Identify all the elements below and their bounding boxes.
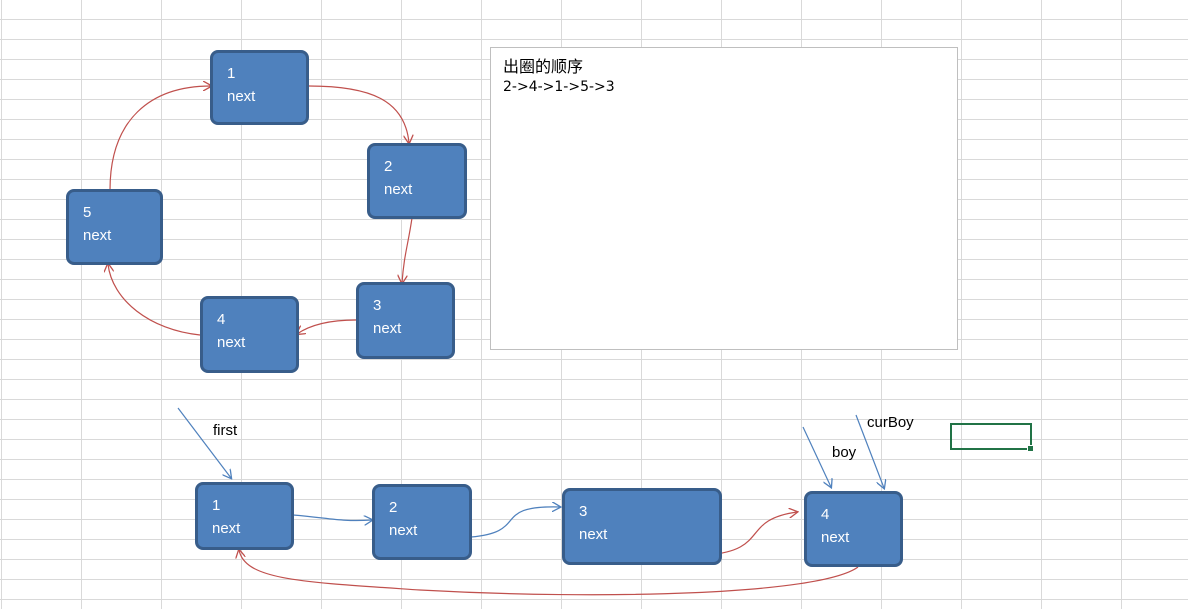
node-next-field: next (821, 529, 850, 546)
arrow-chain-1-to-2 (292, 514, 372, 521)
node-next-field: next (389, 522, 418, 539)
pointer-boy-arrow (802, 426, 831, 487)
circle-node-2: 2 next (367, 143, 467, 219)
arrow-5-to-1 (109, 86, 211, 191)
arrow-1-to-2 (308, 85, 409, 143)
arrow-chain-4-to-1 (239, 550, 859, 596)
node-number: 4 (217, 311, 226, 328)
arrow-chain-3-to-4 (706, 512, 797, 556)
node-number: 1 (227, 65, 236, 82)
arrow-4-to-5 (108, 264, 201, 336)
arrow-chain-2-to-3 (470, 507, 560, 538)
exit-order-textbox: 出圈的顺序 2->4->1->5->3 (490, 47, 958, 350)
chain-node-2: 2 next (372, 484, 472, 560)
node-number: 3 (373, 297, 382, 314)
selected-cell[interactable] (950, 423, 1034, 452)
node-number: 3 (579, 503, 588, 520)
arrow-2-to-3 (402, 217, 413, 283)
node-next-field: next (579, 526, 608, 543)
node-number: 2 (384, 158, 393, 175)
node-number: 4 (821, 506, 830, 523)
arrow-3-to-4 (297, 319, 357, 334)
node-number: 2 (389, 499, 398, 516)
circle-node-4: 4 next (200, 296, 299, 373)
exit-order-sequence: 2->4->1->5->3 (503, 79, 615, 95)
node-next-field: next (212, 520, 241, 537)
circle-node-1: 1 next (210, 50, 309, 125)
pointer-boy-label: boy (832, 444, 857, 461)
node-number: 1 (212, 497, 221, 514)
node-next-field: next (227, 88, 256, 105)
node-next-field: next (373, 320, 402, 337)
pointer-first-arrow (177, 407, 231, 478)
exit-order-title: 出圈的顺序 (503, 57, 584, 76)
node-next-field: next (217, 334, 246, 351)
chain-node-3: 3 next (562, 488, 722, 565)
pointer-curboy-label: curBoy (867, 414, 914, 431)
circle-node-5: 5 next (66, 189, 163, 265)
chain-node-1: 1 next (195, 482, 294, 550)
pointer-first-label: first (213, 422, 238, 439)
chain-node-4: 4 next (804, 491, 903, 567)
node-next-field: next (384, 181, 413, 198)
node-next-field: next (83, 227, 112, 244)
circle-node-3: 3 next (356, 282, 455, 359)
pointer-curboy-arrow (855, 414, 884, 488)
node-number: 5 (83, 204, 92, 221)
